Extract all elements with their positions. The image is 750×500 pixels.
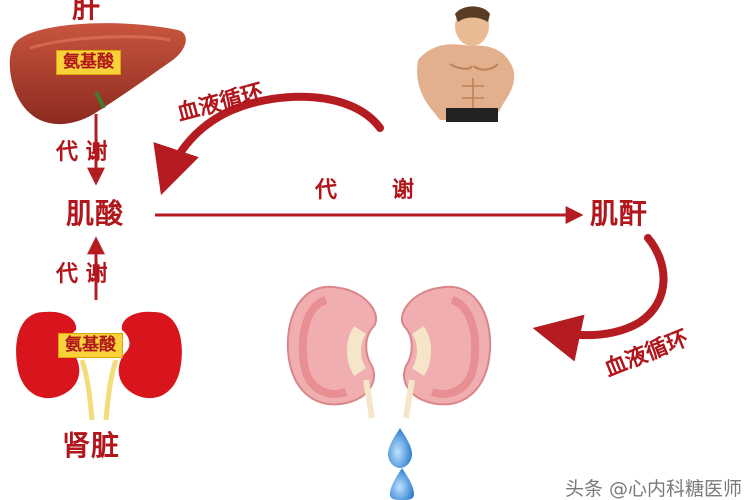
muscular-man-illustration — [417, 6, 515, 122]
metabolism-bottom-label: 代 谢 — [56, 262, 108, 287]
arrow-circulation-muscle-to-creatine — [153, 92, 384, 196]
watermark: 头条 @心内科糖医师 — [564, 478, 742, 500]
creatinine-label: 肌酐 — [590, 197, 649, 230]
kidney-cross-section-illustration — [286, 285, 492, 419]
metabolism-top-label: 代 谢 — [56, 142, 108, 164]
metabolism-top-text: 代 谢 — [56, 140, 108, 165]
urine-drops-illustration — [388, 428, 414, 500]
metabolism-middle-char-1: 代 — [315, 178, 338, 203]
kidney-illustration — [16, 311, 182, 421]
arrow-circulation-creatinine-to-kidney — [532, 234, 668, 362]
creatine-label: 肌酸 — [66, 197, 125, 230]
metabolism-middle-char-2: 谢 — [392, 178, 415, 203]
amino-acid-liver-tag: 氨基酸 — [56, 50, 121, 75]
liver-label: 肝 — [72, 0, 102, 24]
kidney-label: 肾脏 — [62, 429, 121, 462]
amino-acid-kidney-tag: 氨基酸 — [58, 333, 123, 358]
